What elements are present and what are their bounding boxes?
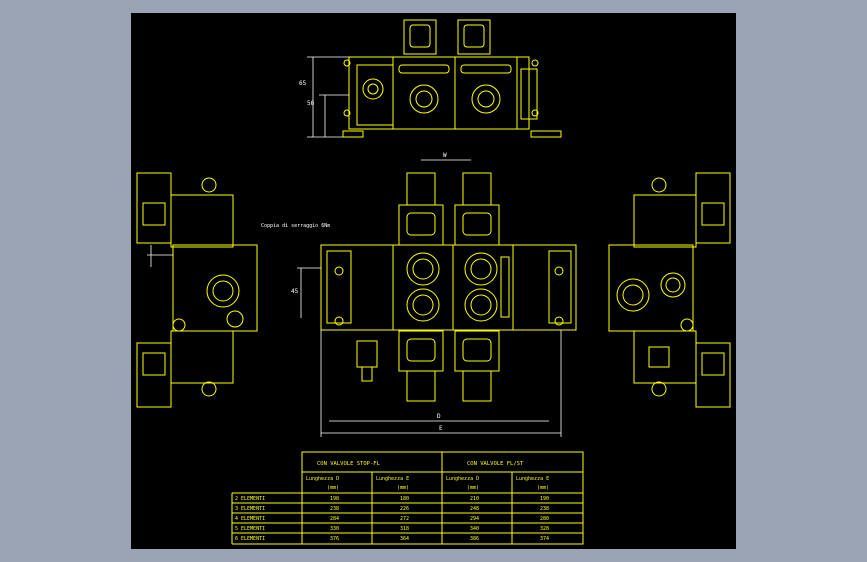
dim-label-d: D [437, 413, 441, 420]
dim-label-45: 45 [291, 288, 299, 295]
svg-text:5 ELEMENTI: 5 ELEMENTI [235, 526, 265, 532]
svg-text:238: 238 [330, 506, 339, 512]
table-group-a-title: CON VALVOLE STOP-FL [317, 461, 381, 467]
table-row: 5 ELEMENTI 330 318 340 328 [235, 526, 549, 532]
table-group-b-title: CON VALVOLE FL/ST [467, 461, 524, 467]
cad-drawing-canvas: 65 56 W [131, 13, 736, 549]
front-view: W [291, 152, 577, 437]
table-row: 6 ELEMENTI 376 364 386 374 [235, 536, 549, 542]
svg-text:364: 364 [400, 536, 409, 542]
dimensions-table: CON VALVOLE STOP-FL CON VALVOLE FL/ST Lu… [231, 451, 584, 545]
dim-label-top: 65 [299, 80, 307, 87]
dim-label-e: E [439, 425, 443, 432]
torque-note: Coppia di serraggio 6Nm [261, 223, 330, 229]
svg-text:248: 248 [470, 506, 479, 512]
table-header-e: Lunghezza E [516, 476, 549, 482]
svg-text:376: 376 [330, 536, 339, 542]
table-header-d: Lunghezza D [306, 476, 339, 482]
svg-text:238: 238 [540, 506, 549, 512]
table-header-unit: (mm) [327, 485, 339, 491]
dim-label-w: W [443, 152, 447, 159]
svg-text:294: 294 [470, 516, 479, 522]
svg-text:180: 180 [400, 496, 409, 502]
svg-text:2 ELEMENTI: 2 ELEMENTI [235, 496, 265, 502]
table-header-unit: (mm) [397, 485, 409, 491]
svg-text:318: 318 [400, 526, 409, 532]
svg-text:6 ELEMENTI: 6 ELEMENTI [235, 536, 265, 542]
dim-label-top: 56 [307, 100, 315, 107]
svg-text:280: 280 [540, 516, 549, 522]
svg-text:284: 284 [330, 516, 339, 522]
svg-text:3 ELEMENTI: 3 ELEMENTI [235, 506, 265, 512]
svg-text:386: 386 [470, 536, 479, 542]
svg-text:272: 272 [400, 516, 409, 522]
svg-text:340: 340 [470, 526, 479, 532]
table-row: 3 ELEMENTI 238 226 248 238 [235, 506, 549, 512]
table-header-d: Lunghezza D [446, 476, 479, 482]
svg-text:190: 190 [540, 496, 549, 502]
left-side-view [136, 172, 258, 408]
table-row: 2 ELEMENTI 198 180 210 190 [235, 496, 549, 502]
svg-text:330: 330 [330, 526, 339, 532]
svg-text:210: 210 [470, 496, 479, 502]
svg-text:198: 198 [330, 496, 339, 502]
top-view: 65 56 [299, 19, 562, 138]
table-header-e: Lunghezza E [376, 476, 409, 482]
svg-text:328: 328 [540, 526, 549, 532]
table-header-unit: (mm) [537, 485, 549, 491]
svg-text:4 ELEMENTI: 4 ELEMENTI [235, 516, 265, 522]
right-side-view [608, 172, 731, 408]
cad-drawing: 65 56 W [136, 19, 731, 545]
table-row: 4 ELEMENTI 284 272 294 280 [235, 516, 549, 522]
svg-text:226: 226 [400, 506, 409, 512]
table-header-unit: (mm) [467, 485, 479, 491]
svg-text:374: 374 [540, 536, 549, 542]
